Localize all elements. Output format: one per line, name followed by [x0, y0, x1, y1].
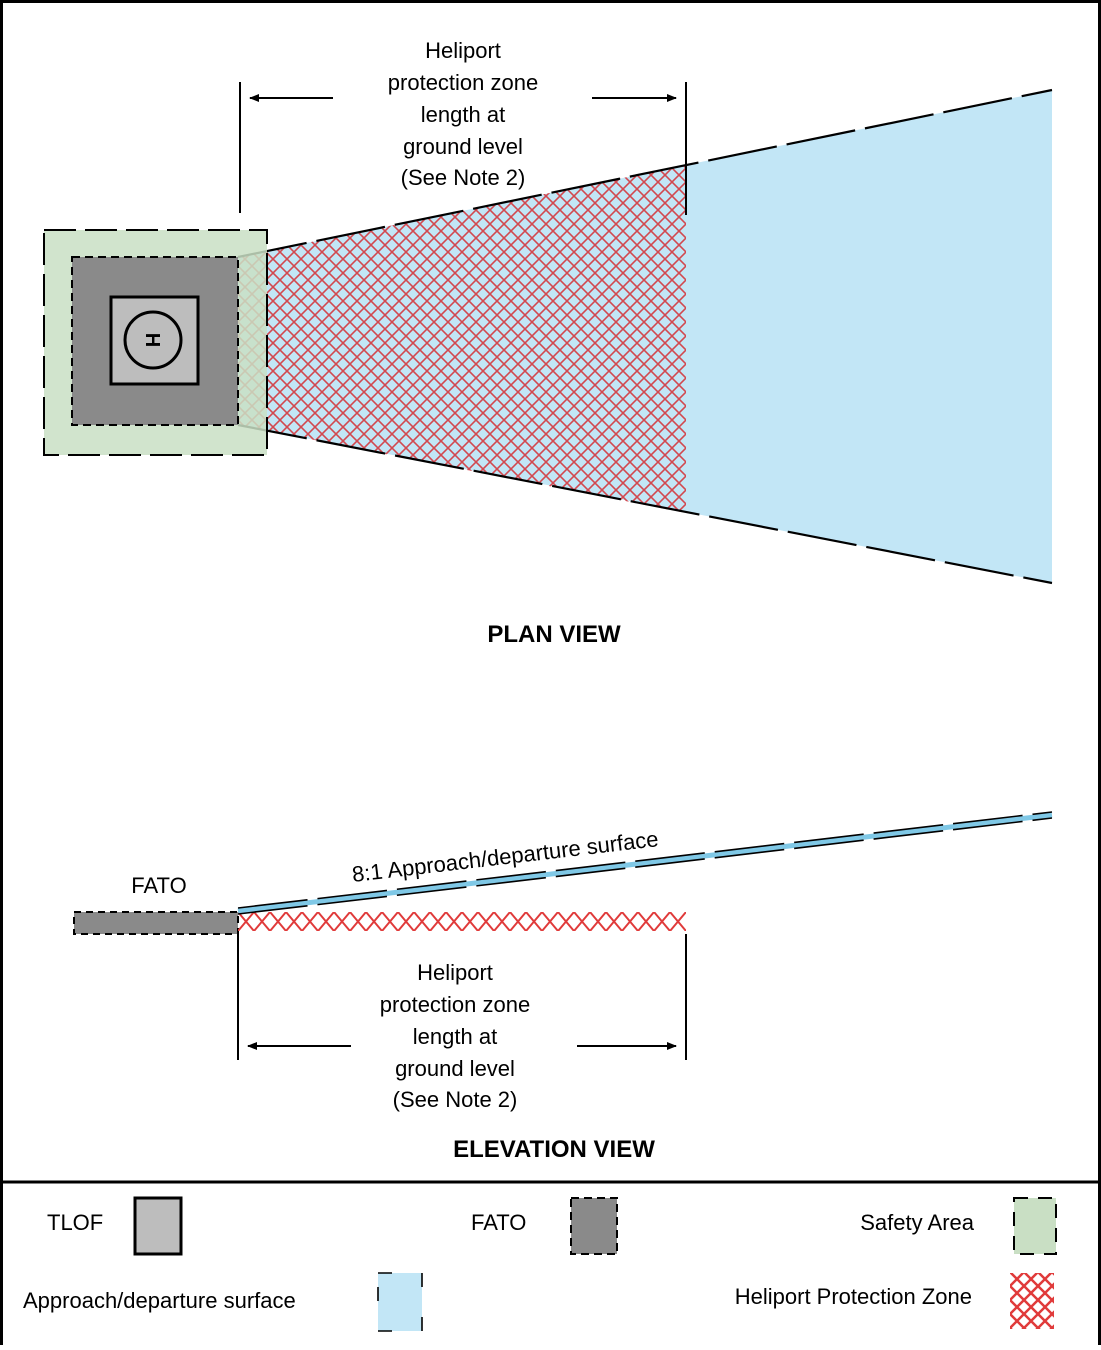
plan-dimension-line-5: (See Note 2) [401, 165, 526, 190]
elev-dimension-line-4: ground level [395, 1056, 515, 1081]
legend-approach-surface-label: Approach/departure surface [23, 1288, 296, 1313]
elev-dimension-line-3: length at [413, 1024, 497, 1049]
legend-safety-area-label: Safety Area [860, 1210, 975, 1235]
approach-edge-bottom [237, 423, 1053, 585]
approach-edge-top [237, 88, 1053, 259]
legend-fato-label: FATO [471, 1210, 526, 1235]
approach-surface-elevation-fill [237, 812, 1053, 914]
plan-view-title: PLAN VIEW [487, 621, 621, 648]
fato-elevation-label: FATO [131, 873, 186, 898]
legend-tlof-label: TLOF [47, 1210, 103, 1235]
elev-dimension-line-5: (See Note 2) [393, 1087, 518, 1112]
legend-fato-swatch [570, 1197, 618, 1255]
approach-surface-elevation-top [237, 811, 1053, 909]
plan-dimension-line-2: protection zone [388, 70, 538, 95]
protection-zone-elevation [238, 912, 686, 931]
elev-dimension-line-1: Heliport [417, 960, 493, 985]
svg-text:H: H [141, 333, 163, 347]
plan-dimension-line-1: Heliport [425, 38, 501, 63]
elev-dimension-line-2: protection zone [380, 992, 530, 1017]
fato-elevation [73, 911, 239, 935]
plan-dimension-line-4: ground level [403, 134, 523, 159]
approach-surface-elevation-bottom [237, 817, 1053, 915]
helipad-circle [123, 310, 183, 370]
legend-approach-surface-swatch [377, 1272, 423, 1332]
legend-protection-zone-label: Heliport Protection Zone [735, 1284, 972, 1309]
elev-dimension-label: Heliport protection zone length at groun… [380, 960, 530, 1112]
elevation-view-title: ELEVATION VIEW [453, 1136, 655, 1163]
protection-zone-plan [238, 165, 686, 513]
helipad-h-marking-icon: H [141, 333, 163, 347]
plan-dimension-line-3: length at [421, 102, 505, 127]
plan-dimension-label: Heliport protection zone length at groun… [388, 38, 538, 190]
legend-protection-zone-swatch [1010, 1273, 1054, 1329]
legend-tlof-swatch [133, 1196, 183, 1256]
legend-safety-area-swatch [1013, 1197, 1057, 1255]
